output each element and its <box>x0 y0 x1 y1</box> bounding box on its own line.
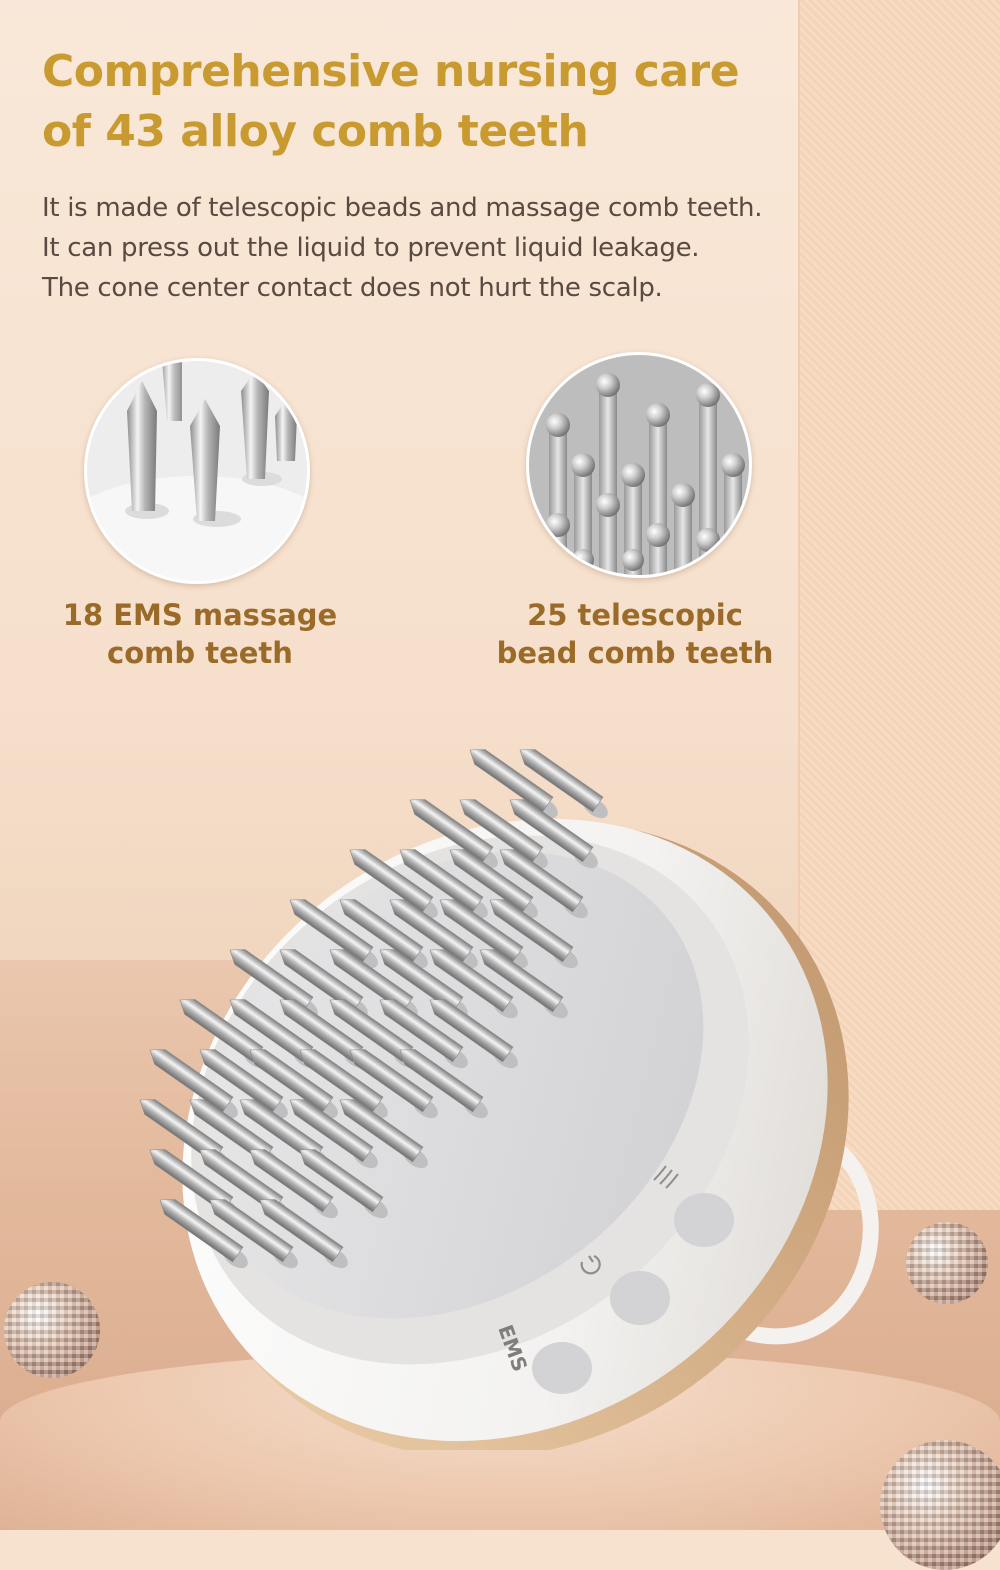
power-button[interactable] <box>610 1271 670 1325</box>
bead-teeth-closeup-image <box>526 352 752 578</box>
bead-teeth-label-line-1: 25 telescopic <box>527 598 743 632</box>
power-icon <box>580 1254 601 1275</box>
comb-tooth <box>479 949 568 1019</box>
comb-tooth <box>519 749 608 819</box>
comb-tooth <box>249 1149 338 1219</box>
comb-tooth <box>249 1049 338 1119</box>
comb-tooth <box>499 849 588 919</box>
vibration-icon <box>653 1165 679 1189</box>
comb-tooth <box>429 999 518 1069</box>
comb-tooth <box>379 999 468 1069</box>
comb-tooth <box>159 1199 248 1269</box>
comb-tooth <box>399 1049 488 1119</box>
description-line-1: It is made of telescopic beads and massa… <box>42 193 763 223</box>
comb-tooth <box>299 1149 388 1219</box>
comb-tooth <box>339 1099 428 1169</box>
comb-tooth <box>509 799 598 869</box>
description-line-2: It can press out the liquid to prevent l… <box>42 233 700 263</box>
headline-line-1: Comprehensive nursing care <box>42 46 740 97</box>
comb-tooth <box>429 949 518 1019</box>
comb-tooth <box>259 1199 348 1269</box>
description: It is made of telescopic beads and massa… <box>42 188 942 308</box>
vibration-button[interactable] <box>674 1193 734 1247</box>
ems-teeth-label-line-1: 18 EMS massage <box>62 598 338 632</box>
ems-teeth-closeup-image <box>84 358 310 584</box>
disco-ball-decoration <box>906 1222 988 1304</box>
ems-button[interactable] <box>532 1342 592 1394</box>
disco-ball-decoration <box>880 1440 1000 1570</box>
headline-line-2: of 43 alloy comb teeth <box>42 106 589 157</box>
disco-ball-decoration <box>4 1282 100 1378</box>
description-line-3: The cone center contact does not hurt th… <box>42 273 663 303</box>
comb-tooth <box>489 899 578 969</box>
comb-tooth <box>209 1199 298 1269</box>
comb-tooth <box>349 1049 438 1119</box>
bead-teeth-label-line-2: bead comb teeth <box>496 636 774 670</box>
bead-teeth-label: 25 telescopic bead comb teeth <box>470 596 800 672</box>
scalp-massager-product-image: EMS <box>0 690 1000 1450</box>
ems-teeth-label: 18 EMS massage comb teeth <box>40 596 360 672</box>
headline: Comprehensive nursing care of 43 alloy c… <box>42 42 802 162</box>
ems-teeth-label-line-2: comb teeth <box>107 636 293 670</box>
comb-tooth <box>289 1099 378 1169</box>
